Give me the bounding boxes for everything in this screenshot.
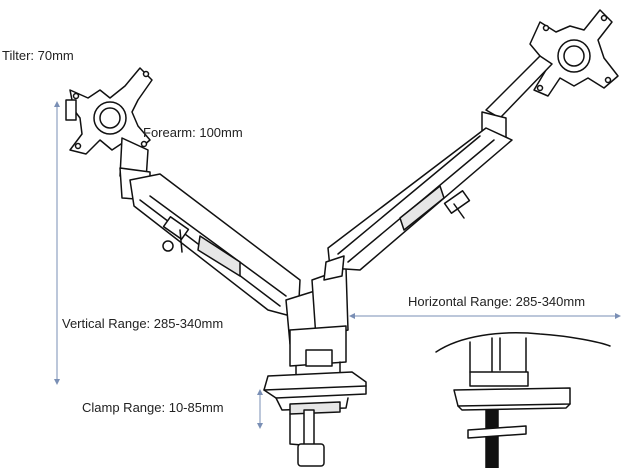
right-arm [323, 127, 513, 281]
grommet-inset [435, 332, 611, 468]
horizontal-range-label: Horizontal Range: 285-340mm [408, 294, 586, 309]
right-vesa-plate [529, 9, 619, 97]
dimension-lines [54, 101, 621, 429]
vertical-range-label: Vertical Range: 285-340mm [62, 316, 224, 331]
left-arm [129, 173, 301, 319]
right-forearm [481, 55, 553, 139]
center-pole [285, 267, 349, 387]
clamp-range-label: Clamp Range: 10-85mm [82, 400, 224, 415]
desk-clamp [263, 371, 367, 467]
forearm-label: Forearm: 100mm [143, 125, 243, 140]
tilter-label: Tilter: 70mm [2, 48, 74, 63]
left-vesa-plate [65, 67, 153, 155]
